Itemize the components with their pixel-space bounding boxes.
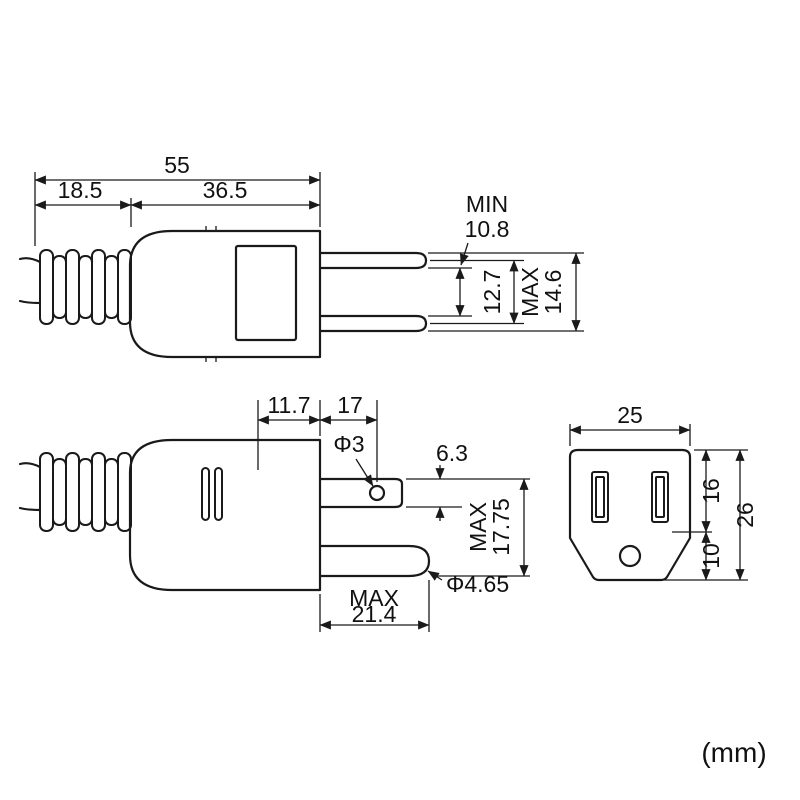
vent-slots bbox=[201, 467, 223, 521]
mold-marks bbox=[205, 226, 217, 362]
dim-socket-width: 25 bbox=[617, 402, 643, 428]
dim-pin-max-label: MAX bbox=[349, 585, 399, 611]
cord-side bbox=[18, 462, 42, 512]
dim-blade-pitch: 12.7 bbox=[479, 270, 505, 315]
slot-right bbox=[651, 471, 669, 523]
blade-lower bbox=[318, 314, 428, 333]
dim-hole-dia: Φ3 bbox=[333, 431, 364, 457]
ground-hole bbox=[618, 544, 642, 568]
blade-upper bbox=[318, 251, 428, 270]
dim-min-label: MIN bbox=[466, 191, 508, 217]
side-view-dimensions: 11.7 17 Φ3 6.3 MAX 17.75 Φ4.65 MAX 21.4 bbox=[257, 392, 530, 632]
strain-relief-side bbox=[39, 452, 132, 532]
plug-body bbox=[128, 229, 322, 359]
dim-span-max-value: 17.75 bbox=[488, 498, 514, 556]
slot-left bbox=[591, 471, 609, 523]
side-view: 11.7 17 Φ3 6.3 MAX 17.75 Φ4.65 MAX 21.4 bbox=[18, 392, 530, 632]
dim-grip-length: 18.5 bbox=[58, 177, 103, 203]
top-view-dimensions: 55 18.5 36.5 MIN 10.8 12.7 MAX 14.6 bbox=[34, 152, 584, 332]
units-label: (mm) bbox=[701, 737, 766, 768]
dim-blade-to-hole: 17 bbox=[337, 392, 363, 418]
blade-side bbox=[318, 477, 404, 509]
dim-max-label: MAX bbox=[517, 267, 543, 317]
dim-pin-dia: Φ4.65 bbox=[446, 571, 509, 597]
dim-max-value: 14.6 bbox=[540, 270, 566, 315]
top-view: 55 18.5 36.5 MIN 10.8 12.7 MAX 14.6 bbox=[18, 152, 584, 362]
dim-pin-length: 21.4 bbox=[352, 601, 397, 627]
dim-blade-width: 6.3 bbox=[436, 440, 468, 466]
label-plate bbox=[234, 244, 298, 342]
strain-relief bbox=[39, 249, 132, 325]
socket-face-view: 25 16 10 26 bbox=[568, 402, 758, 582]
dim-total-height: 26 bbox=[732, 502, 758, 528]
socket-outline bbox=[568, 448, 692, 582]
dim-min-value: 10.8 bbox=[465, 216, 510, 242]
dim-span-max-label: MAX bbox=[465, 502, 491, 552]
dim-hole-offset: 11.7 bbox=[267, 392, 310, 418]
cord bbox=[18, 257, 42, 305]
blade-hole bbox=[368, 484, 386, 502]
dim-slot-height: 16 bbox=[698, 478, 724, 504]
dim-overall-length: 55 bbox=[164, 152, 190, 178]
plug-body-side bbox=[128, 438, 322, 592]
socket-dimensions: 25 16 10 26 bbox=[569, 402, 758, 581]
dim-body-length: 36.5 bbox=[203, 177, 248, 203]
dim-hole-height: 10 bbox=[698, 543, 724, 569]
ground-pin bbox=[318, 544, 431, 578]
